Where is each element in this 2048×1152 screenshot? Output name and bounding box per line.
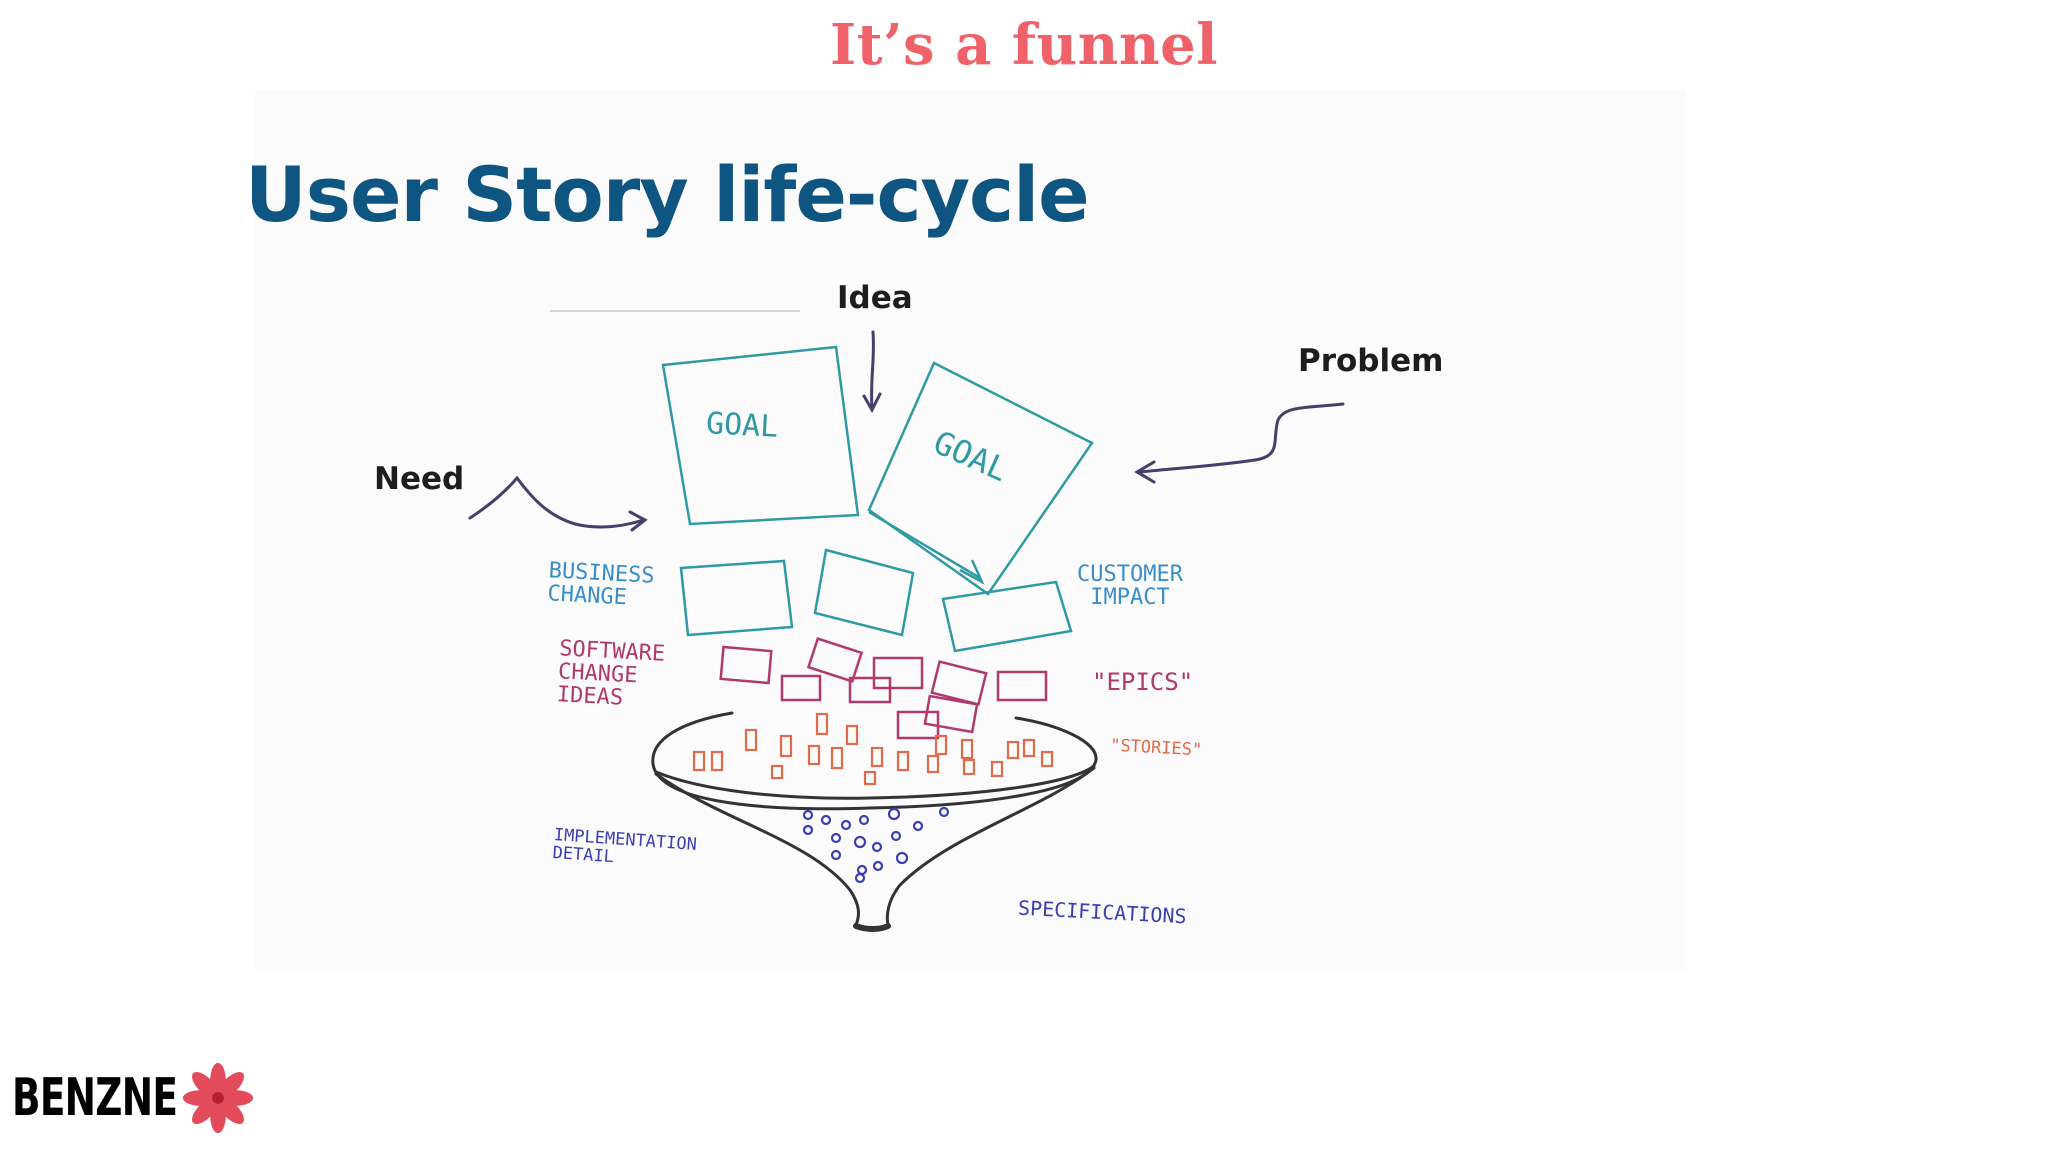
- epic-boxes: [719, 637, 1048, 740]
- epics-label: "EPICS": [1092, 668, 1194, 696]
- label-need: Need: [374, 461, 465, 497]
- goal-boxes: [661, 345, 1094, 596]
- label-idea: Idea: [837, 280, 913, 316]
- customer-impact-label: CUSTOMER IMPACT: [1077, 562, 1183, 611]
- flower-logo-icon: [183, 1062, 254, 1134]
- idea-arrow: [862, 330, 882, 414]
- logo-text: BENZNE: [12, 1068, 178, 1128]
- need-arrow: [468, 475, 648, 532]
- business-change-label: BUSINESS CHANGE: [546, 558, 656, 611]
- label-problem: Problem: [1298, 343, 1444, 379]
- funnel: [651, 711, 1098, 932]
- implementation-dots: [802, 806, 950, 884]
- problem-arrow: [1134, 402, 1345, 484]
- business-change-boxes: [679, 548, 1073, 653]
- goal-left-label: GOAL: [705, 406, 780, 445]
- slide-title: It’s a funnel: [830, 12, 1218, 78]
- sketch-background: [255, 90, 1685, 970]
- software-change-ideas-label: SOFTWARE CHANGE IDEAS: [556, 636, 666, 711]
- benzne-logo: BENZNE: [12, 1058, 257, 1138]
- story-boxes: [692, 712, 1054, 786]
- diagram-heading: User Story life-cycle: [245, 150, 1090, 239]
